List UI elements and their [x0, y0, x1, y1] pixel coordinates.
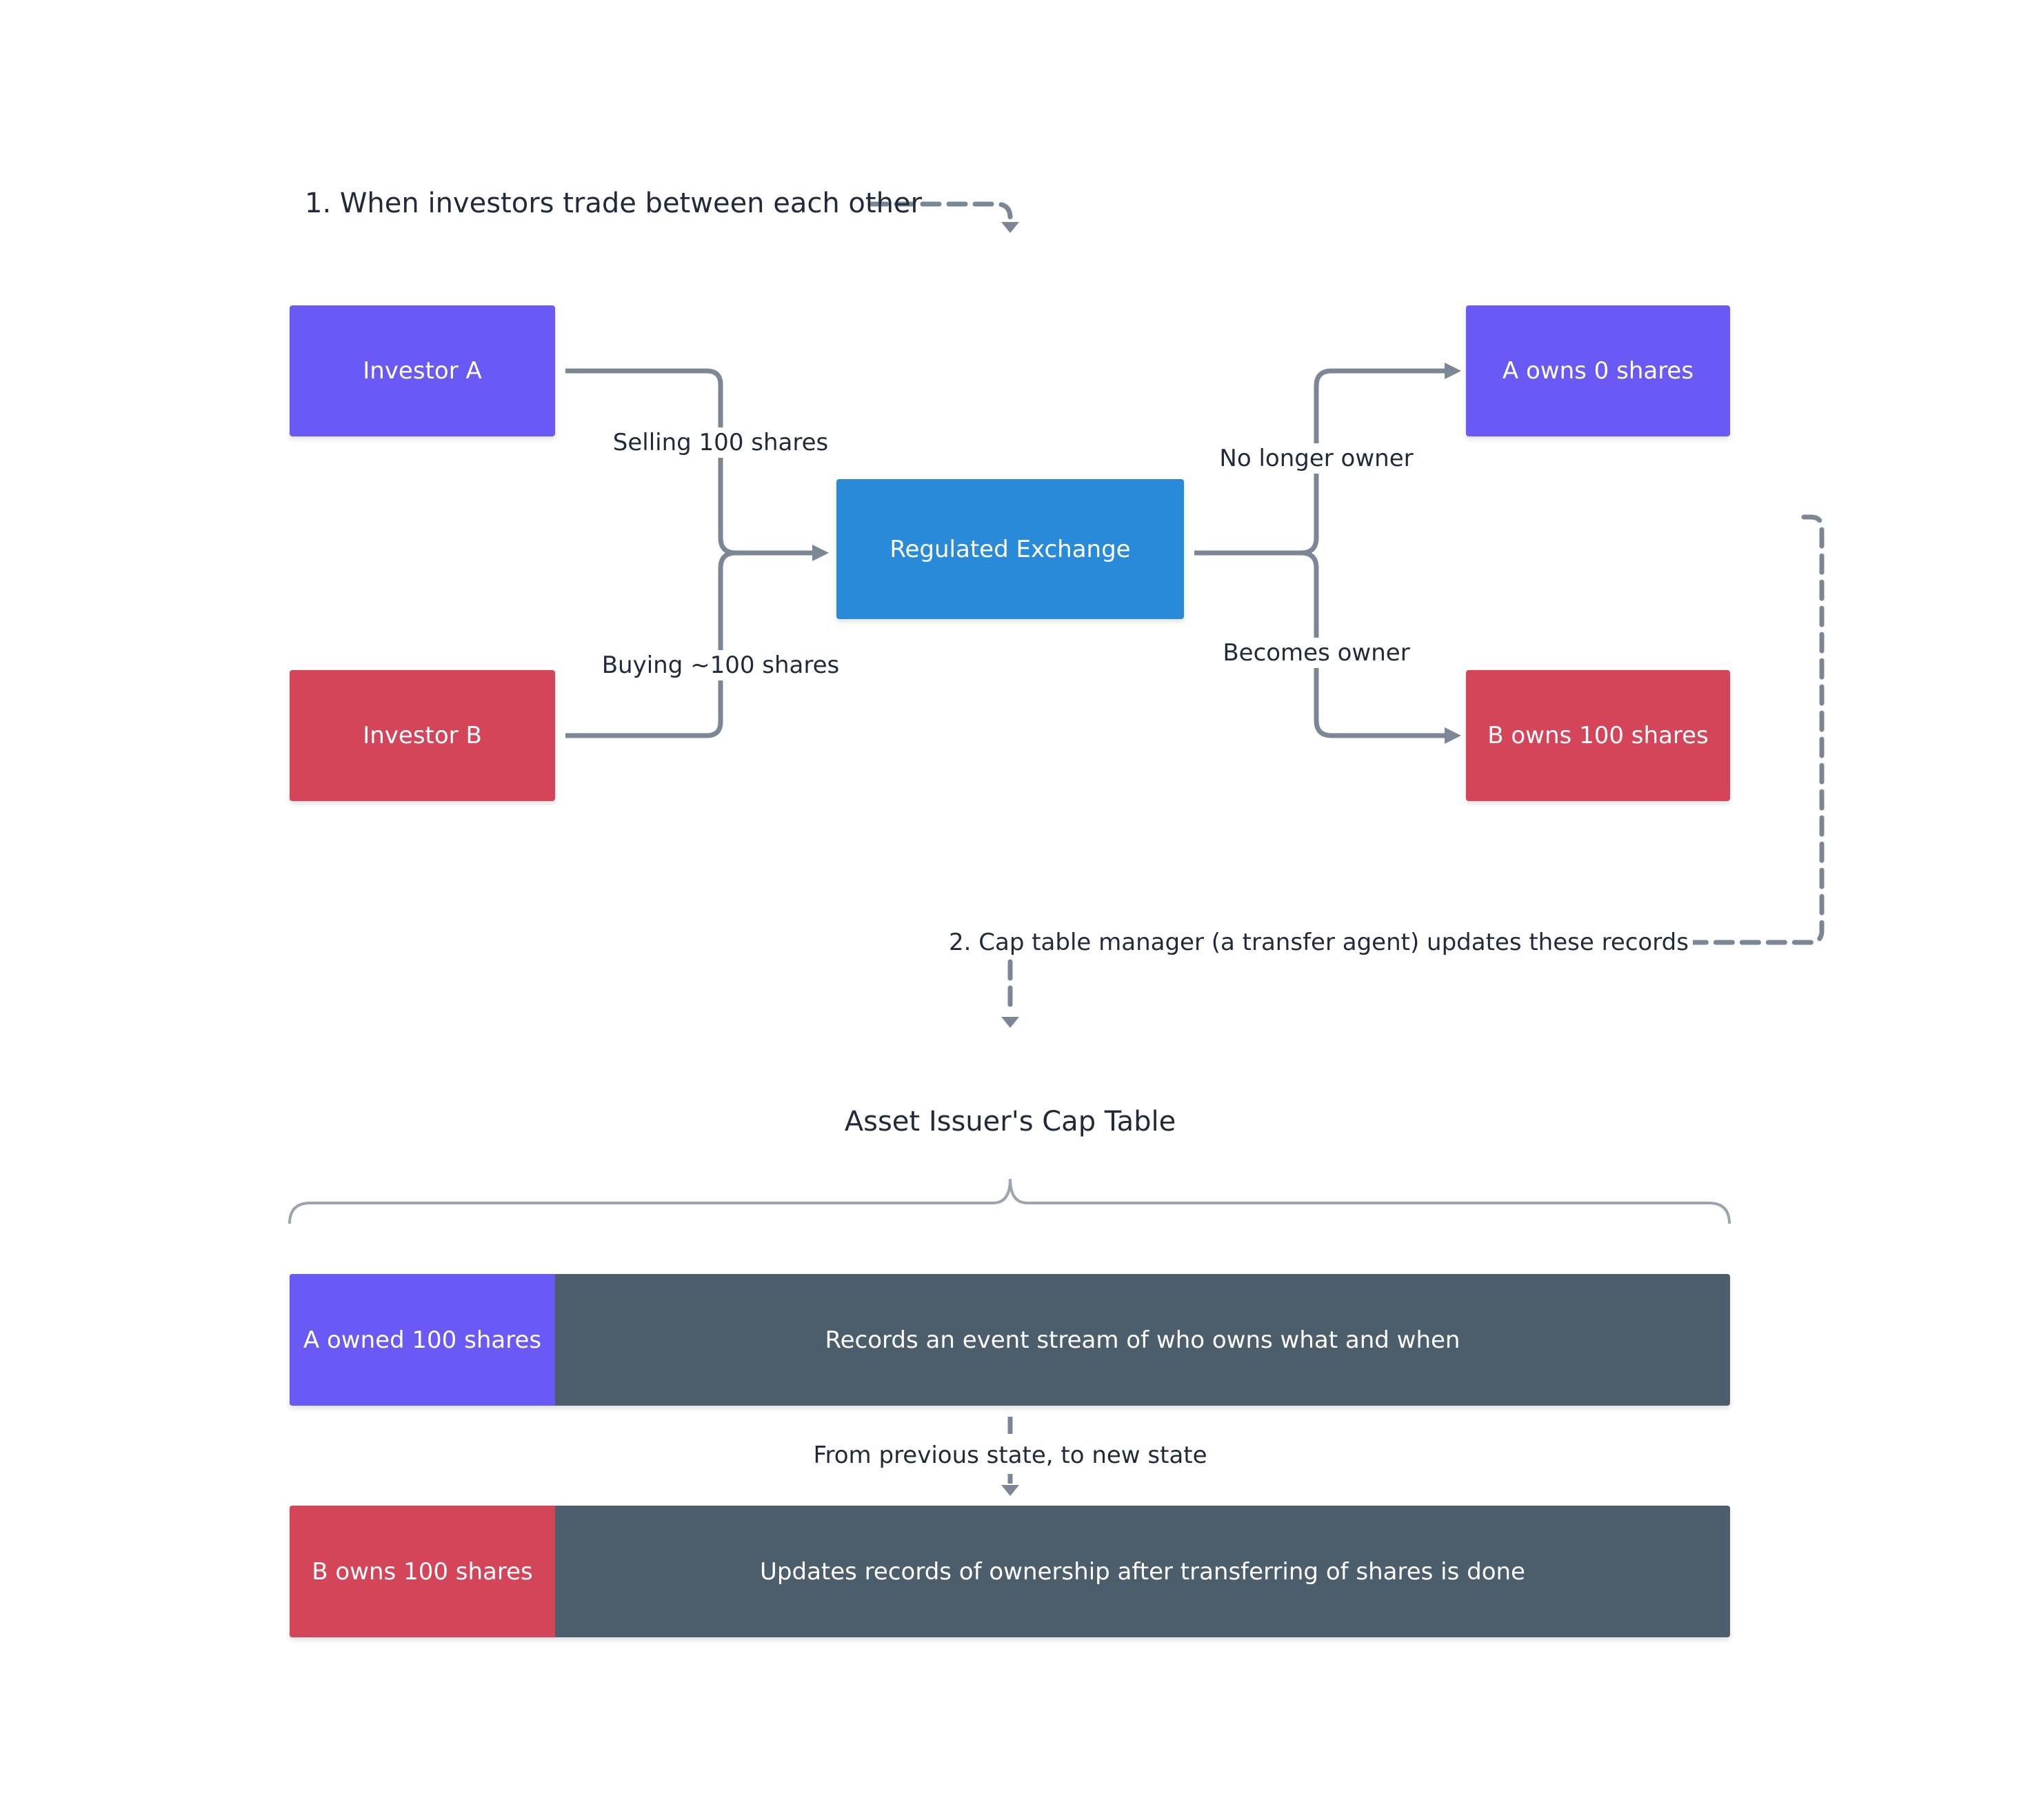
record-tag-a: A owned 100 shares — [290, 1274, 555, 1406]
cap-table-title: Asset Issuer's Cap Table — [844, 1106, 1176, 1138]
regulated-exchange-node[interactable]: Regulated Exchange — [836, 479, 1184, 619]
a-result-arrow-head — [1445, 363, 1461, 379]
transition-arrow-head — [1001, 1485, 1019, 1496]
b-result-node[interactable]: B owns 100 shares — [1466, 670, 1730, 801]
selling-label: Selling 100 shares — [612, 427, 829, 458]
investor-b-node[interactable]: Investor B — [290, 670, 555, 801]
edge-b-result — [1300, 550, 1445, 738]
step2-dashed-bracket — [1625, 514, 1825, 945]
step2-arrow-head — [1001, 1017, 1019, 1028]
step1-label: 1. When investors trade between each oth… — [305, 188, 922, 219]
becomes-owner-label: Becomes owner — [1223, 638, 1410, 668]
record-text-updates: Updates records of ownership after trans… — [760, 1557, 1525, 1586]
record-row-new: B owns 100 shares Updates records of own… — [290, 1506, 1730, 1637]
a-result-node[interactable]: A owns 0 shares — [1466, 305, 1730, 436]
record-row-previous: A owned 100 shares Records an event stre… — [290, 1274, 1730, 1406]
b-result-arrow-head — [1445, 727, 1461, 744]
step2-label: 2. Cap table manager (a transfer agent) … — [949, 927, 1693, 958]
step1-dashed-arrow — [867, 201, 1013, 223]
exchange-arrow-head — [812, 545, 829, 561]
record-tag-b: B owns 100 shares — [290, 1506, 555, 1637]
transition-label: From previous state, to new state — [813, 1440, 1207, 1470]
record-text-event-stream: Records an event stream of who owns what… — [825, 1326, 1460, 1354]
buying-label: Buying ~100 shares — [601, 650, 840, 680]
cap-table-brace — [288, 1178, 1731, 1224]
investor-a-node[interactable]: Investor A — [290, 305, 555, 436]
no-longer-owner-label: No longer owner — [1219, 443, 1414, 474]
step1-arrow-head — [1001, 222, 1019, 233]
edge-investor-b — [565, 550, 736, 738]
edge-investor-a — [565, 368, 812, 556]
